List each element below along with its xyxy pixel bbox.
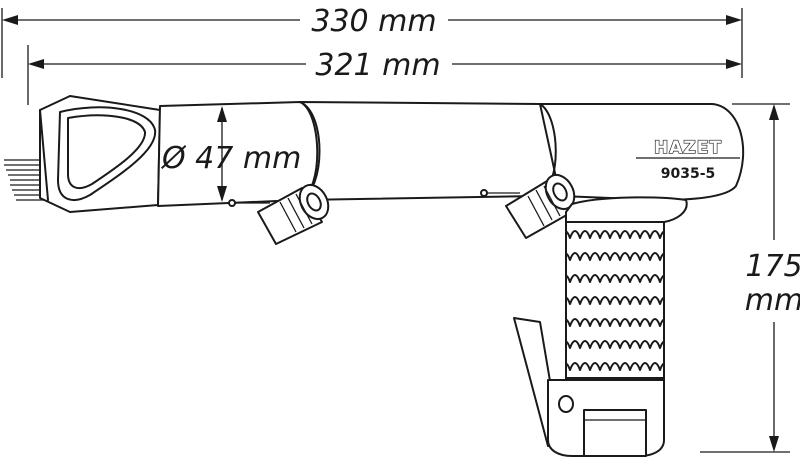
height-unit-label: mm	[745, 283, 800, 318]
body-length-label: 321 mm	[315, 48, 440, 83]
air-inlet-port	[558, 395, 574, 413]
model-number: 9035-5	[661, 166, 716, 182]
handle	[565, 196, 688, 381]
body-length-dimension: 321 mm	[27, 45, 742, 105]
height-dimension: 175 mm	[700, 103, 800, 453]
arrowhead-left	[2, 15, 18, 25]
main-body	[299, 101, 561, 201]
height-value-label: 175	[745, 249, 800, 284]
overall-length-label: 330 mm	[311, 4, 436, 39]
arrowhead-top	[217, 106, 227, 122]
rear-housing: HAZET 9035-5	[539, 103, 745, 201]
arrowhead-right	[726, 59, 742, 69]
brand-logo: HAZET	[654, 138, 722, 158]
overall-length-dimension: 330 mm	[1, 4, 743, 78]
diameter-dimension: Ø 47 mm	[160, 106, 301, 202]
arrowhead-right	[726, 15, 742, 25]
arrowhead-bottom	[769, 436, 779, 452]
diameter-label: Ø 47 mm	[160, 141, 301, 176]
air-inlet-base	[547, 379, 665, 457]
arrowhead-bottom	[217, 186, 227, 202]
needle-guide-housing	[39, 95, 161, 213]
needle-guide-opening	[57, 106, 157, 201]
front-adjuster-fitting	[228, 183, 330, 245]
arrowhead-top	[769, 104, 779, 120]
handle-grip-coil	[565, 221, 665, 379]
arrowhead-left	[28, 59, 44, 69]
